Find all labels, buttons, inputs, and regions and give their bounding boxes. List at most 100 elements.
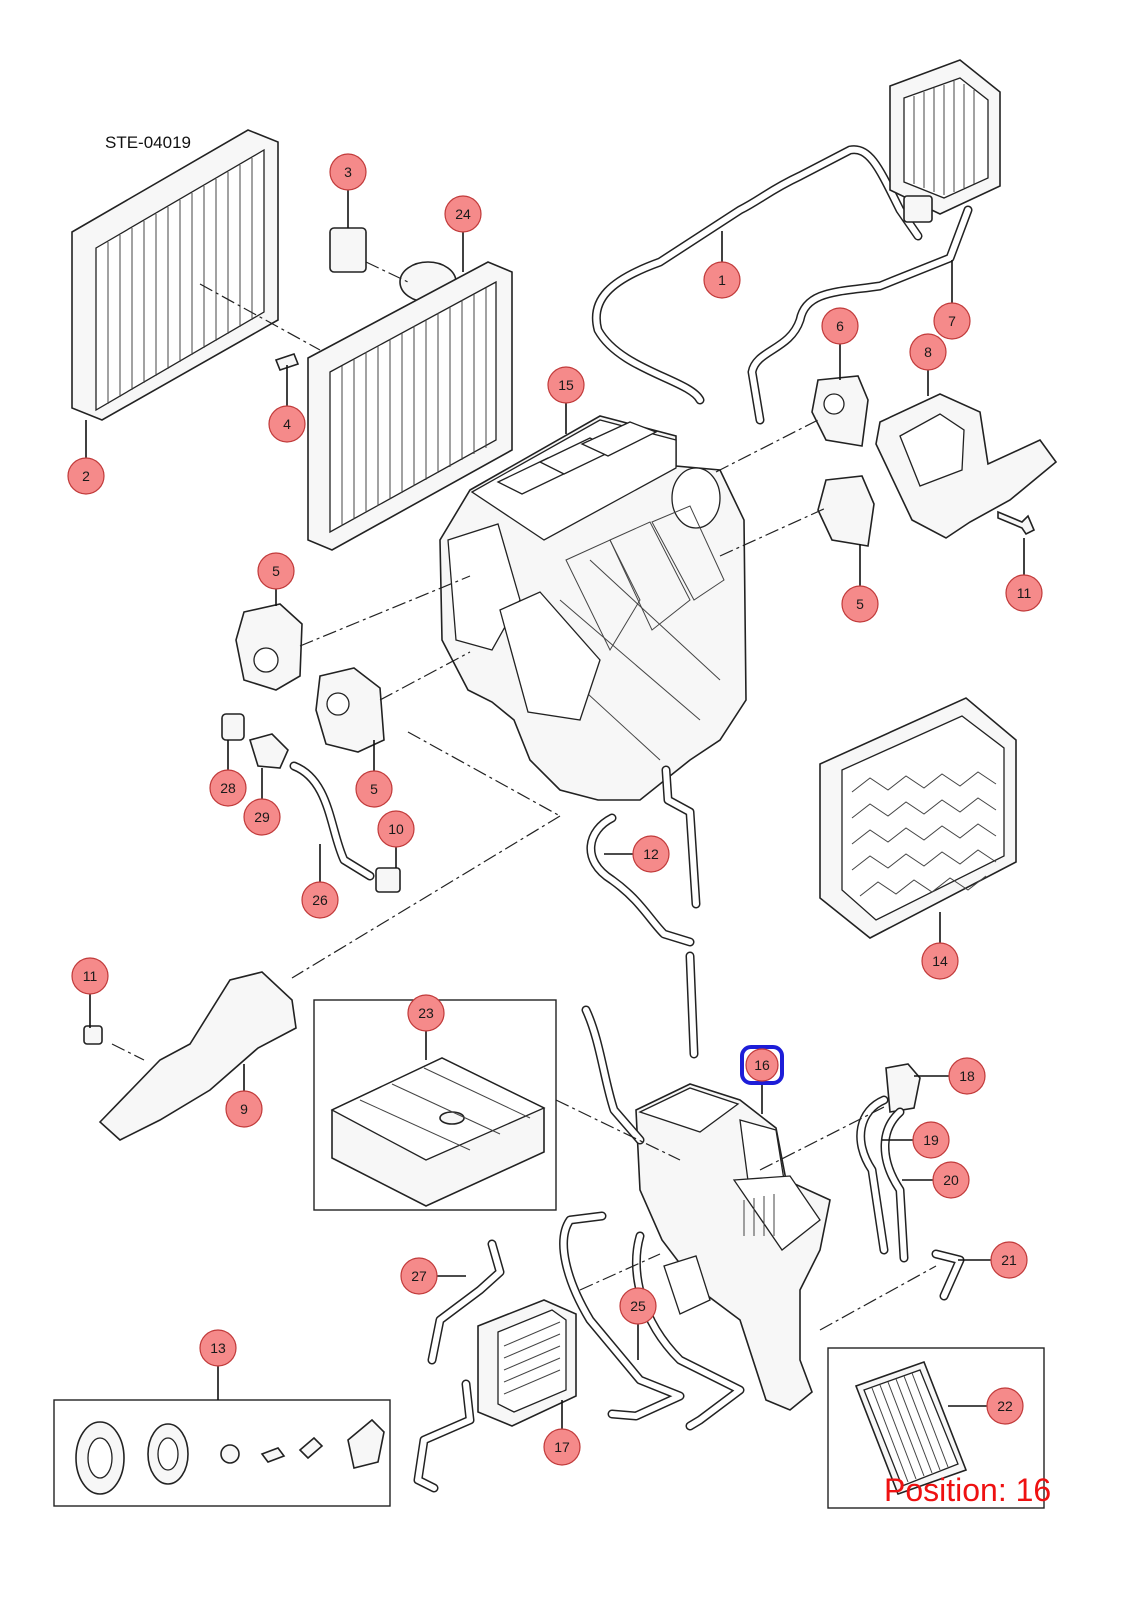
part-10-connector [375, 867, 401, 893]
callout-1[interactable]: 1 [703, 261, 741, 299]
callout-11-right[interactable]: 11 [1005, 574, 1043, 612]
part-28-sensor [221, 713, 245, 741]
callout-7[interactable]: 7 [933, 302, 971, 340]
svg-text:8: 8 [924, 344, 932, 360]
part-1-hose [591, 145, 923, 405]
callout-19[interactable]: 19 [912, 1121, 950, 1159]
callout-20[interactable]: 20 [932, 1161, 970, 1199]
svg-text:5: 5 [856, 596, 864, 612]
callout-28[interactable]: 28 [209, 769, 247, 807]
part-18-bracket [885, 1063, 921, 1113]
callout-27[interactable]: 27 [400, 1257, 438, 1295]
svg-text:13: 13 [210, 1340, 226, 1356]
svg-text:19: 19 [923, 1132, 939, 1148]
callout-11-left[interactable]: 11 [71, 957, 109, 995]
callout-24[interactable]: 24 [444, 195, 482, 233]
callout-3[interactable]: 3 [329, 153, 367, 191]
callout-25[interactable]: 25 [619, 1287, 657, 1325]
svg-text:21: 21 [1001, 1252, 1017, 1268]
part-12-drain-hose [586, 765, 701, 1059]
part-23-control-module [330, 1057, 546, 1207]
svg-text:12: 12 [643, 846, 659, 862]
inset-box-22 [827, 1347, 1045, 1509]
part-13-fittings [75, 1418, 385, 1495]
svg-text:5: 5 [370, 781, 378, 797]
callout-5-lower[interactable]: 5 [355, 770, 393, 808]
svg-text:11: 11 [83, 968, 98, 984]
svg-text:28: 28 [220, 780, 236, 796]
selection-ring [740, 1045, 784, 1085]
svg-text:15: 15 [558, 377, 574, 393]
part-24-evaporator [307, 261, 513, 551]
position-label: Position: 16 [884, 1472, 1051, 1508]
svg-text:24: 24 [455, 206, 471, 222]
svg-text:6: 6 [836, 318, 844, 334]
callout-26[interactable]: 26 [301, 881, 339, 919]
svg-text:3: 3 [344, 164, 352, 180]
svg-text:23: 23 [418, 1005, 434, 1021]
callout-10[interactable]: 10 [377, 810, 415, 848]
part-14-cabin-filter [819, 697, 1017, 939]
callout-23[interactable]: 23 [407, 994, 445, 1032]
svg-text:11: 11 [1017, 585, 1032, 601]
callout-15[interactable]: 15 [547, 366, 585, 404]
svg-text:17: 17 [554, 1439, 570, 1455]
callout-5-left[interactable]: 5 [257, 552, 295, 590]
callout-21[interactable]: 21 [990, 1241, 1028, 1279]
alignment-lines [111, 261, 937, 1331]
part-26-drain-hose [289, 761, 375, 881]
callout-9[interactable]: 9 [225, 1090, 263, 1128]
svg-text:27: 27 [411, 1268, 427, 1284]
callout-8[interactable]: 8 [909, 333, 947, 371]
svg-text:10: 10 [388, 821, 404, 837]
part-5-actuator-left [235, 603, 303, 691]
part-22-ptc-heater [854, 1360, 968, 1496]
part-5-actuator-lower [315, 667, 385, 753]
svg-text:9: 9 [240, 1101, 248, 1117]
callout-2[interactable]: 2 [67, 457, 105, 495]
part-15-hvac-housing [439, 415, 747, 801]
callout-17[interactable]: 17 [543, 1428, 581, 1466]
part-17-heater-core [477, 1299, 577, 1427]
svg-text:16: 16 [754, 1057, 770, 1073]
part-9-duct [98, 971, 297, 1141]
callout-12[interactable]: 12 [632, 835, 670, 873]
part-7-hose [747, 205, 973, 425]
part-19-20-pipes [856, 1095, 909, 1263]
callout-6[interactable]: 6 [821, 307, 859, 345]
svg-text:1: 1 [718, 272, 726, 288]
svg-text:2: 2 [82, 468, 90, 484]
part-21-pipe [931, 1249, 965, 1301]
leader-lines [85, 189, 1025, 1430]
part-27-hose [413, 1239, 505, 1493]
part-4-bolt [274, 353, 300, 371]
part-3-expansion-valve [329, 227, 367, 273]
svg-text:25: 25 [630, 1298, 646, 1314]
callout-18[interactable]: 18 [948, 1057, 986, 1095]
svg-text:26: 26 [312, 892, 328, 908]
callout-14[interactable]: 14 [921, 942, 959, 980]
svg-text:5: 5 [272, 563, 280, 579]
callout-22[interactable]: 22 [986, 1387, 1024, 1425]
part-6-actuator [811, 375, 869, 447]
part-16-heater-assembly [635, 1083, 831, 1411]
svg-text:18: 18 [959, 1068, 975, 1084]
callout-4[interactable]: 4 [268, 405, 306, 443]
part-2-condenser [71, 129, 279, 421]
reference-code: STE-04019 [105, 133, 191, 152]
part-11-screw-right [997, 510, 1036, 536]
svg-text:20: 20 [943, 1172, 959, 1188]
callout-13[interactable]: 13 [199, 1329, 237, 1367]
svg-text:7: 7 [948, 313, 956, 329]
callout-5-right[interactable]: 5 [841, 585, 879, 623]
inset-box-13 [53, 1399, 391, 1507]
callout-29[interactable]: 29 [243, 798, 281, 836]
svg-text:14: 14 [932, 953, 948, 969]
svg-text:29: 29 [254, 809, 270, 825]
part-29-connector [248, 733, 289, 769]
part-11-screw-left [83, 1025, 103, 1045]
part-8-duct-housing [875, 393, 1058, 539]
ev-controller-unit [889, 59, 1001, 223]
callout-16-selected[interactable]: 16 [740, 1045, 784, 1085]
